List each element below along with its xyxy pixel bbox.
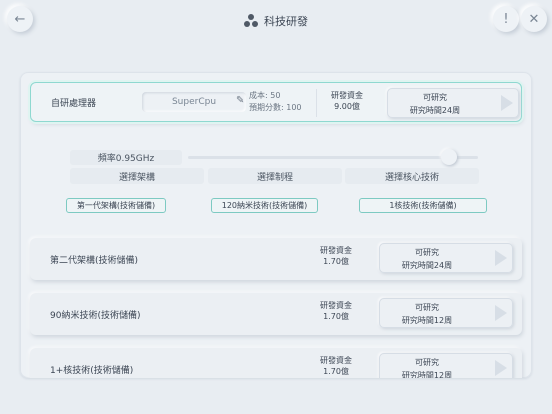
tech-row[interactable]: 第二代架構(技術儲備) 研發資金 1.70億 可研究 研究時間24周 xyxy=(30,238,522,280)
research-duration: 研究時間24周 xyxy=(409,106,461,115)
tech-label: 1+核技術(技術儲備) xyxy=(50,365,134,376)
frequency-label: 頻率0.95GHz xyxy=(70,150,182,165)
tech-label: 90納米技術(技術儲備) xyxy=(50,310,141,321)
research-status: 可研究 xyxy=(423,93,447,102)
select-architecture-button[interactable]: 選擇架構 xyxy=(70,168,204,184)
fund-value: 9.00億 xyxy=(334,102,360,111)
processor-stats: 成本: 50 預期分數: 100 xyxy=(249,90,302,114)
fund-label: 研發資金 xyxy=(331,91,363,100)
research-duration: 研究時間24周 xyxy=(401,261,453,270)
research-duration: 研究時間12周 xyxy=(401,371,453,378)
fund-value: 1.70億 xyxy=(323,312,349,321)
research-button[interactable]: 可研究 研究時間12周 xyxy=(379,353,513,378)
play-icon xyxy=(495,250,507,266)
research-duration: 研究時間12周 xyxy=(401,316,453,325)
fund-info: 研發資金 1.70億 xyxy=(306,300,366,322)
page-title-wrap: 科技研發 xyxy=(0,12,552,30)
frequency-slider-handle[interactable] xyxy=(441,149,457,165)
play-icon xyxy=(501,95,513,111)
frequency-slider[interactable] xyxy=(188,156,478,159)
play-icon xyxy=(495,305,507,321)
score-text: 預期分數: 100 xyxy=(249,103,302,112)
fund-info: 研發資金 9.00億 xyxy=(317,90,377,112)
fund-info: 研發資金 1.70億 xyxy=(306,245,366,267)
research-button[interactable]: 可研究 研究時間24周 xyxy=(387,88,519,118)
help-button[interactable]: ! xyxy=(493,6,519,32)
fund-label: 研發資金 xyxy=(320,356,352,365)
research-panel: 自研處理器 SuperCpu ✎ 成本: 50 預期分數: 100 研發資金 9… xyxy=(20,72,532,378)
research-status: 可研究 xyxy=(415,303,439,312)
pencil-icon[interactable]: ✎ xyxy=(236,95,245,106)
back-button[interactable]: ← xyxy=(7,6,33,32)
arrow-left-icon: ← xyxy=(14,11,26,27)
select-process-button[interactable]: 選擇制程 xyxy=(208,168,342,184)
research-button[interactable]: 可研究 研究時間24周 xyxy=(379,243,513,273)
fund-info: 研發資金 1.70億 xyxy=(306,355,366,377)
fund-value: 1.70億 xyxy=(323,367,349,376)
current-processor-row[interactable]: 自研處理器 SuperCpu ✎ 成本: 50 預期分數: 100 研發資金 9… xyxy=(30,82,522,122)
select-core-button[interactable]: 選擇核心技術 xyxy=(345,168,479,184)
divider xyxy=(316,89,317,117)
tech-row[interactable]: 1+核技術(技術儲備) 研發資金 1.70億 可研究 研究時間12周 xyxy=(30,348,522,378)
core-chip[interactable]: 1核技術(技術儲備) xyxy=(359,198,487,213)
top-bar: ← 科技研發 ! ✕ xyxy=(0,0,552,40)
research-status: 可研究 xyxy=(415,358,439,367)
page-title: 科技研發 xyxy=(264,15,308,28)
research-status: 可研究 xyxy=(415,248,439,257)
architecture-chip[interactable]: 第一代架構(技術儲備) xyxy=(66,198,166,213)
fund-label: 研發資金 xyxy=(320,301,352,310)
cost-text: 成本: 50 xyxy=(249,91,281,100)
tech-row[interactable]: 90納米技術(技術儲備) 研發資金 1.70億 可研究 研究時間12周 xyxy=(30,293,522,335)
molecule-icon xyxy=(244,14,258,28)
play-icon xyxy=(495,360,507,376)
tech-label: 第二代架構(技術儲備) xyxy=(50,255,139,266)
processor-name-input[interactable]: SuperCpu xyxy=(142,92,246,112)
exclamation-icon: ! xyxy=(503,11,509,27)
close-button[interactable]: ✕ xyxy=(521,6,547,32)
processor-label: 自研處理器 xyxy=(51,98,97,109)
process-chip[interactable]: 120納米技術(技術儲備) xyxy=(211,198,318,213)
fund-value: 1.70億 xyxy=(323,257,349,266)
close-icon: ✕ xyxy=(528,11,540,27)
fund-label: 研發資金 xyxy=(320,246,352,255)
research-button[interactable]: 可研究 研究時間12周 xyxy=(379,298,513,328)
